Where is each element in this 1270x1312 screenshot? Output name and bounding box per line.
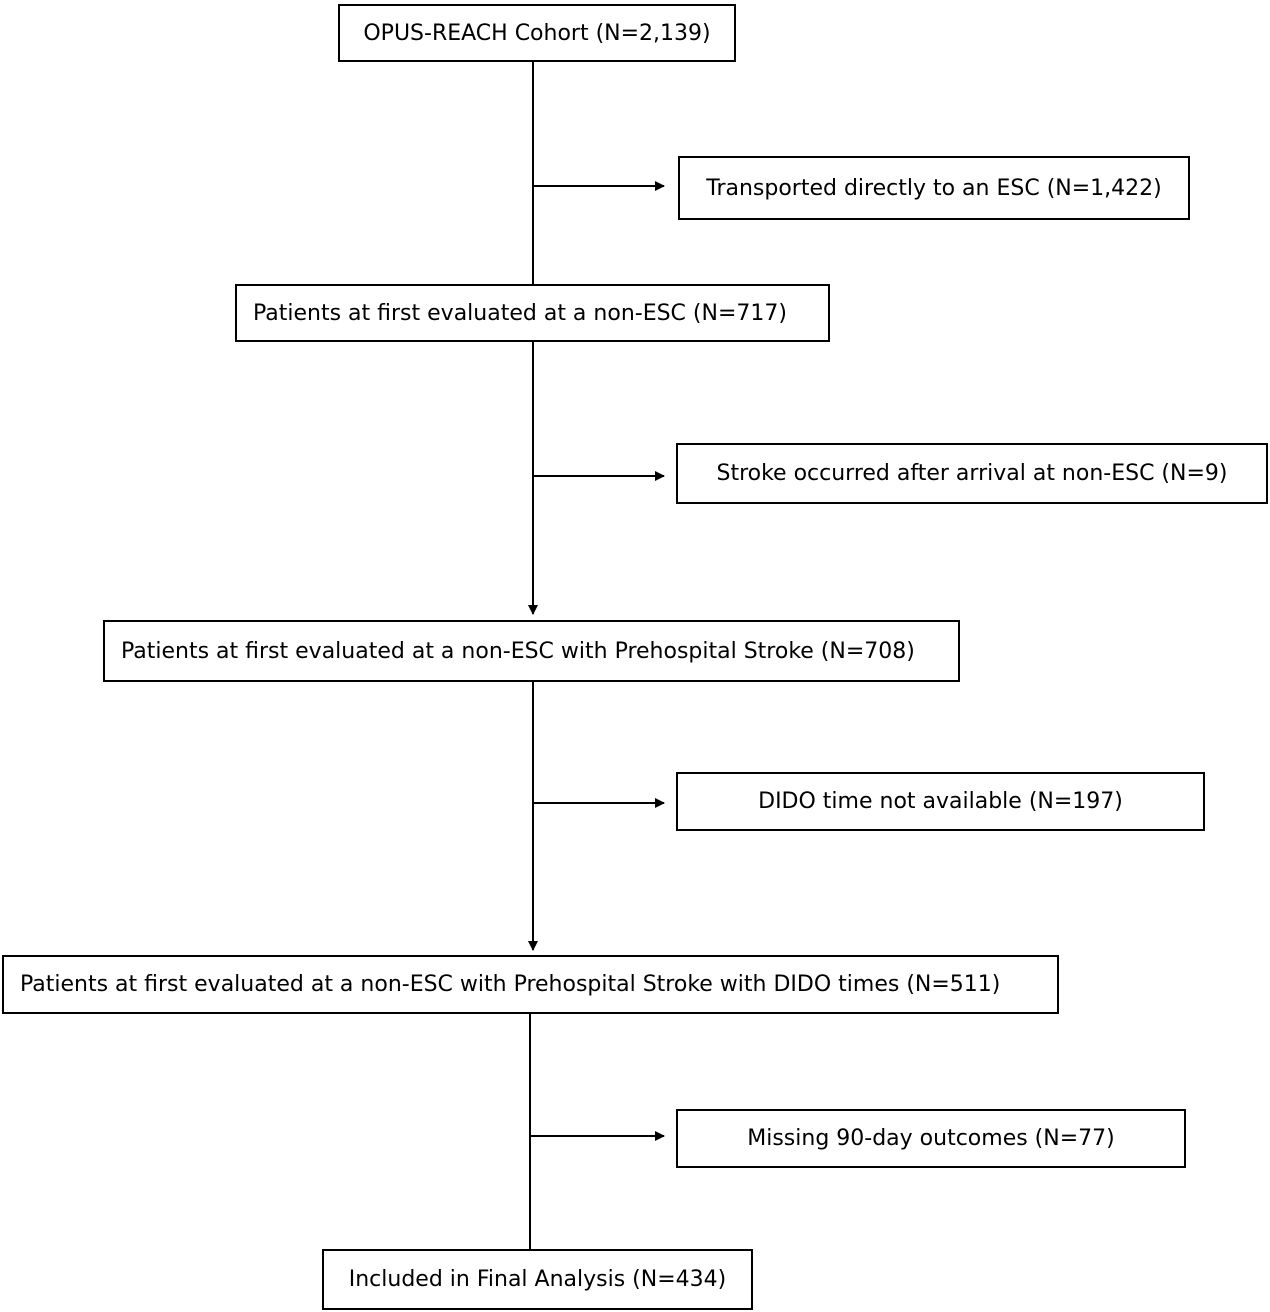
box-excluded-transported: Transported directly to an ESC (N=1,422): [678, 156, 1190, 220]
box-non-esc-prehospital: Patients at first evaluated at a non-ESC…: [103, 620, 960, 682]
box-excluded-missing-outcomes: Missing 90-day outcomes (N=77): [676, 1109, 1186, 1168]
box-excluded-stroke-after: Stroke occurred after arrival at non-ESC…: [676, 443, 1268, 504]
box-final: Included in Final Analysis (N=434): [322, 1249, 753, 1310]
box-non-esc-prehospital-dido: Patients at first evaluated at a non-ESC…: [2, 955, 1059, 1014]
box-cohort: OPUS-REACH Cohort (N=2,139): [338, 4, 736, 62]
box-non-esc: Patients at first evaluated at a non-ESC…: [235, 284, 830, 342]
box-excluded-dido: DIDO time not available (N=197): [676, 772, 1205, 831]
